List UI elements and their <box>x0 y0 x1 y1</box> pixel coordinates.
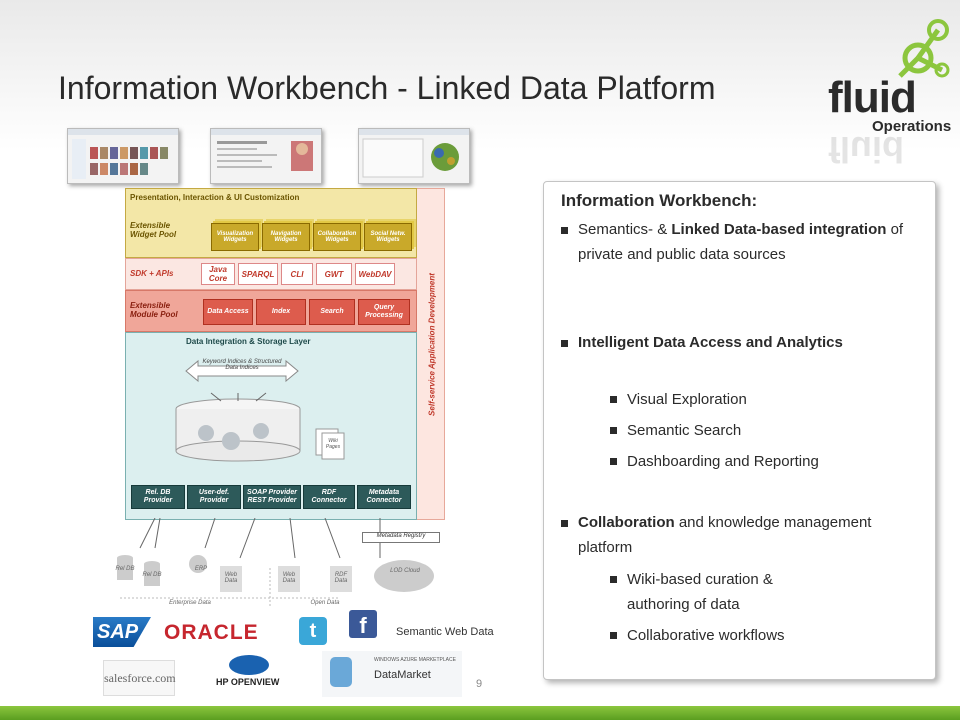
sap-logo: SAP <box>93 617 151 647</box>
logo-reflection: fluid <box>828 129 904 170</box>
presentation-layer: Presentation, Interaction & UI Customiza… <box>125 188 417 258</box>
module-index: Index <box>256 299 306 325</box>
sub-visual-exploration: Visual Exploration <box>627 391 747 408</box>
source-web-data-2: Web Data <box>282 572 296 584</box>
sub-collaborative-workflows: Collaborative workflows <box>627 627 785 644</box>
thumbnail-image <box>211 129 321 171</box>
oracle-logo: ORACLE <box>164 621 259 644</box>
footer-bar <box>0 706 960 720</box>
module-layer: Extensible Module Pool Data Access Index… <box>125 290 417 332</box>
source-erp: ERP <box>194 566 208 572</box>
wiki-pages-label: Wiki Pages <box>325 438 341 450</box>
facebook-icon: f <box>349 610 377 638</box>
sub-semantic-search: Semantic Search <box>627 422 742 439</box>
azure-icon <box>330 657 352 687</box>
azure-small-label: WINDOWS AZURE MARKETPLACE <box>374 657 456 663</box>
thumbnail-3 <box>358 128 470 184</box>
enterprise-data-label: Enterprise Data <box>169 600 211 606</box>
provider-user-def: User-def. Provider <box>187 485 241 509</box>
bullet-icon <box>610 396 617 403</box>
presentation-layer-title: Presentation, Interaction & UI Customiza… <box>130 193 300 202</box>
hp-openview-logo: HP OPENVIEW <box>216 677 280 687</box>
sdk-webdav: WebDAV <box>355 263 395 285</box>
open-data-label: Open Data <box>310 600 340 606</box>
bullet-icon <box>610 427 617 434</box>
panel-heading: Information Workbench: <box>561 191 758 210</box>
storage-layer: Data Integration & Storage Layer Keyword… <box>125 332 417 520</box>
sdk-layer: SDK + APIs Java Core SPARQL CLI GWT WebD… <box>125 258 417 290</box>
provider-rdf: RDF Connector <box>303 485 355 509</box>
architecture-diagram: Self-service Application Development Pre… <box>110 188 450 608</box>
storage-layer-title: Data Integration & Storage Layer <box>186 337 311 346</box>
twitter-icon: t <box>299 617 327 645</box>
sdk-gwt: GWT <box>316 263 352 285</box>
fluid-operations-logo: fluid Operations fluid <box>820 18 960 170</box>
bullet-collaboration: Collaboration and knowledge management p… <box>578 514 872 556</box>
azure-label: DataMarket <box>374 669 431 681</box>
hp-icon <box>229 655 269 675</box>
info-panel: Information Workbench: Semantics- & Link… <box>543 181 936 680</box>
sdk-cli: CLI <box>281 263 313 285</box>
azure-logo: WINDOWS AZURE MARKETPLACE DataMarket <box>322 651 462 697</box>
source-lod-cloud: LOD Cloud <box>390 568 420 574</box>
thumbnail-image <box>68 129 178 179</box>
source-web-data-1: Web Data <box>224 572 238 584</box>
sub-wiki-curation: Wiki-based curation & authoring of data <box>627 571 773 613</box>
source-rel-db-1: Rel DB <box>115 566 135 572</box>
header-gradient <box>0 0 960 150</box>
widget-collaboration: Collaboration Widgets <box>313 223 361 251</box>
data-sources-drawing <box>117 518 434 608</box>
storage-drawing <box>175 359 345 462</box>
side-label: Self-service Application Development <box>427 273 437 416</box>
logo-sub: Operations <box>872 118 952 135</box>
thumbnail-1 <box>67 128 179 184</box>
widget-pool-label: Extensible Widget Pool <box>130 221 177 239</box>
molecule-icon <box>898 19 950 78</box>
bullet-icon <box>610 632 617 639</box>
bullet-linked-data: Semantics- & Linked Data-based integrati… <box>578 221 904 263</box>
sub-dashboarding: Dashboarding and Reporting <box>627 453 819 470</box>
source-rdf-data: RDF Data <box>334 572 348 584</box>
thumbnail-2 <box>210 128 322 184</box>
module-pool-label: Extensible Module Pool <box>130 301 178 319</box>
module-data-access: Data Access <box>203 299 253 325</box>
provider-rel-db: Rel. DB Provider <box>131 485 185 509</box>
bullet-icon <box>561 227 568 234</box>
salesforce-logo: salesforce.com <box>103 660 176 696</box>
thumbnail-image <box>359 129 469 178</box>
sdk-java-core: Java Core <box>201 263 235 285</box>
source-rel-db-2: Rel DB <box>142 572 162 578</box>
bullet-icon <box>561 520 568 527</box>
module-search: Search <box>309 299 355 325</box>
bullet-icon <box>610 576 617 583</box>
bullet-icon <box>610 458 617 465</box>
sdk-sparql: SPARQL <box>238 263 278 285</box>
module-query-processing: Query Processing <box>358 299 410 325</box>
provider-soap-rest: SOAP Provider REST Provider <box>243 485 301 509</box>
metadata-registry: Metadata Registry <box>362 532 440 543</box>
bullet-icon <box>561 340 568 347</box>
slide-title: Information Workbench - Linked Data Plat… <box>58 70 716 106</box>
widget-visualization: Visualization Widgets <box>211 223 259 251</box>
provider-metadata: Metadata Connector <box>357 485 411 509</box>
page-number: 9 <box>476 678 483 690</box>
logo-brand: fluid <box>828 73 917 122</box>
semantic-web-label: Semantic Web Data <box>396 626 494 638</box>
widget-social: Social Netw. Widgets <box>364 223 412 251</box>
indices-label: Keyword Indices & Structured Data Indice… <box>202 359 282 371</box>
widget-navigation: Navigation Widgets <box>262 223 310 251</box>
bullet-data-access: Intelligent Data Access and Analytics <box>578 334 843 351</box>
sdk-label: SDK + APIs <box>130 269 174 278</box>
